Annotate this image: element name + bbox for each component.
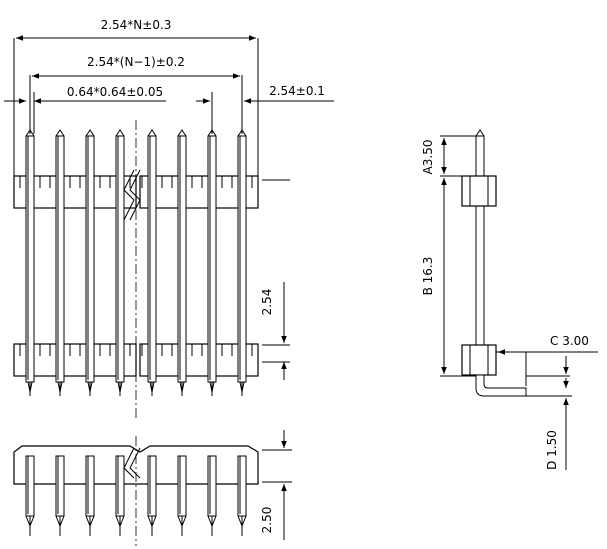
front-pin — [237, 135, 247, 383]
side-pin — [475, 135, 485, 377]
front-break-line — [123, 169, 135, 221]
bottom-pin — [85, 455, 95, 517]
bottom-pin — [177, 455, 187, 517]
bottom-pin — [207, 455, 217, 517]
front-pin-tip — [177, 129, 187, 137]
front-pin — [147, 135, 157, 383]
front-pin-tip — [207, 129, 217, 137]
bottom-pin — [115, 455, 125, 517]
side-view: A3.50 B 16.3 C 3.00 D 1.50 — [421, 129, 598, 470]
row-spacing-label: 2.54 — [260, 289, 274, 316]
front-break-line — [129, 169, 141, 221]
front-pin-tip — [85, 129, 95, 137]
bottom-tail-label: 2.50 — [260, 507, 274, 534]
bottom-pin — [25, 455, 35, 517]
pitch-span-label: 2.54*(N−1)±0.2 — [87, 55, 185, 69]
front-pin — [207, 135, 217, 383]
side-b-label: B 16.3 — [421, 257, 435, 296]
side-d-label: D 1.50 — [545, 430, 559, 470]
side-bent-leg — [475, 374, 527, 397]
overall-width-dimension: 2.54*N±0.3 — [13, 18, 259, 176]
side-a-label: A3.50 — [421, 140, 435, 175]
pin-size-label: 0.64*0.64±0.05 — [67, 85, 163, 99]
pin-size-dimension: 0.64*0.64±0.05 — [4, 85, 166, 134]
side-c-label: C 3.00 — [550, 334, 589, 348]
bottom-pin — [55, 455, 65, 517]
bottom-view — [13, 436, 259, 546]
front-pin — [85, 135, 95, 383]
front-pin — [177, 135, 187, 383]
overall-width-label: 2.54*N±0.3 — [101, 18, 172, 32]
bottom-break-line — [129, 447, 141, 479]
front-pin — [115, 135, 125, 383]
front-pin-tip — [25, 129, 35, 137]
front-pin-tip — [147, 129, 157, 137]
front-pin-tip — [55, 129, 65, 137]
front-pin — [25, 135, 35, 383]
front-view — [13, 120, 259, 420]
row-spacing-dimension: 2.54 — [260, 179, 290, 380]
bottom-break-line — [123, 447, 135, 479]
bottom-housing — [13, 445, 259, 485]
pitch-span-dimension: 2.54*(N−1)±0.2 — [29, 55, 243, 134]
bottom-pin — [147, 455, 157, 517]
pitch-dimension: 2.54±0.1 — [196, 84, 334, 134]
front-pin — [55, 135, 65, 383]
side-upper-housing — [461, 175, 497, 207]
side-lower-housing — [461, 344, 497, 376]
pitch-label: 2.54±0.1 — [269, 84, 325, 98]
bottom-pin — [237, 455, 247, 517]
front-pin-tip — [237, 129, 247, 137]
front-pin-tip — [115, 129, 125, 137]
bottom-tail-dimension: 2.50 — [260, 430, 292, 540]
